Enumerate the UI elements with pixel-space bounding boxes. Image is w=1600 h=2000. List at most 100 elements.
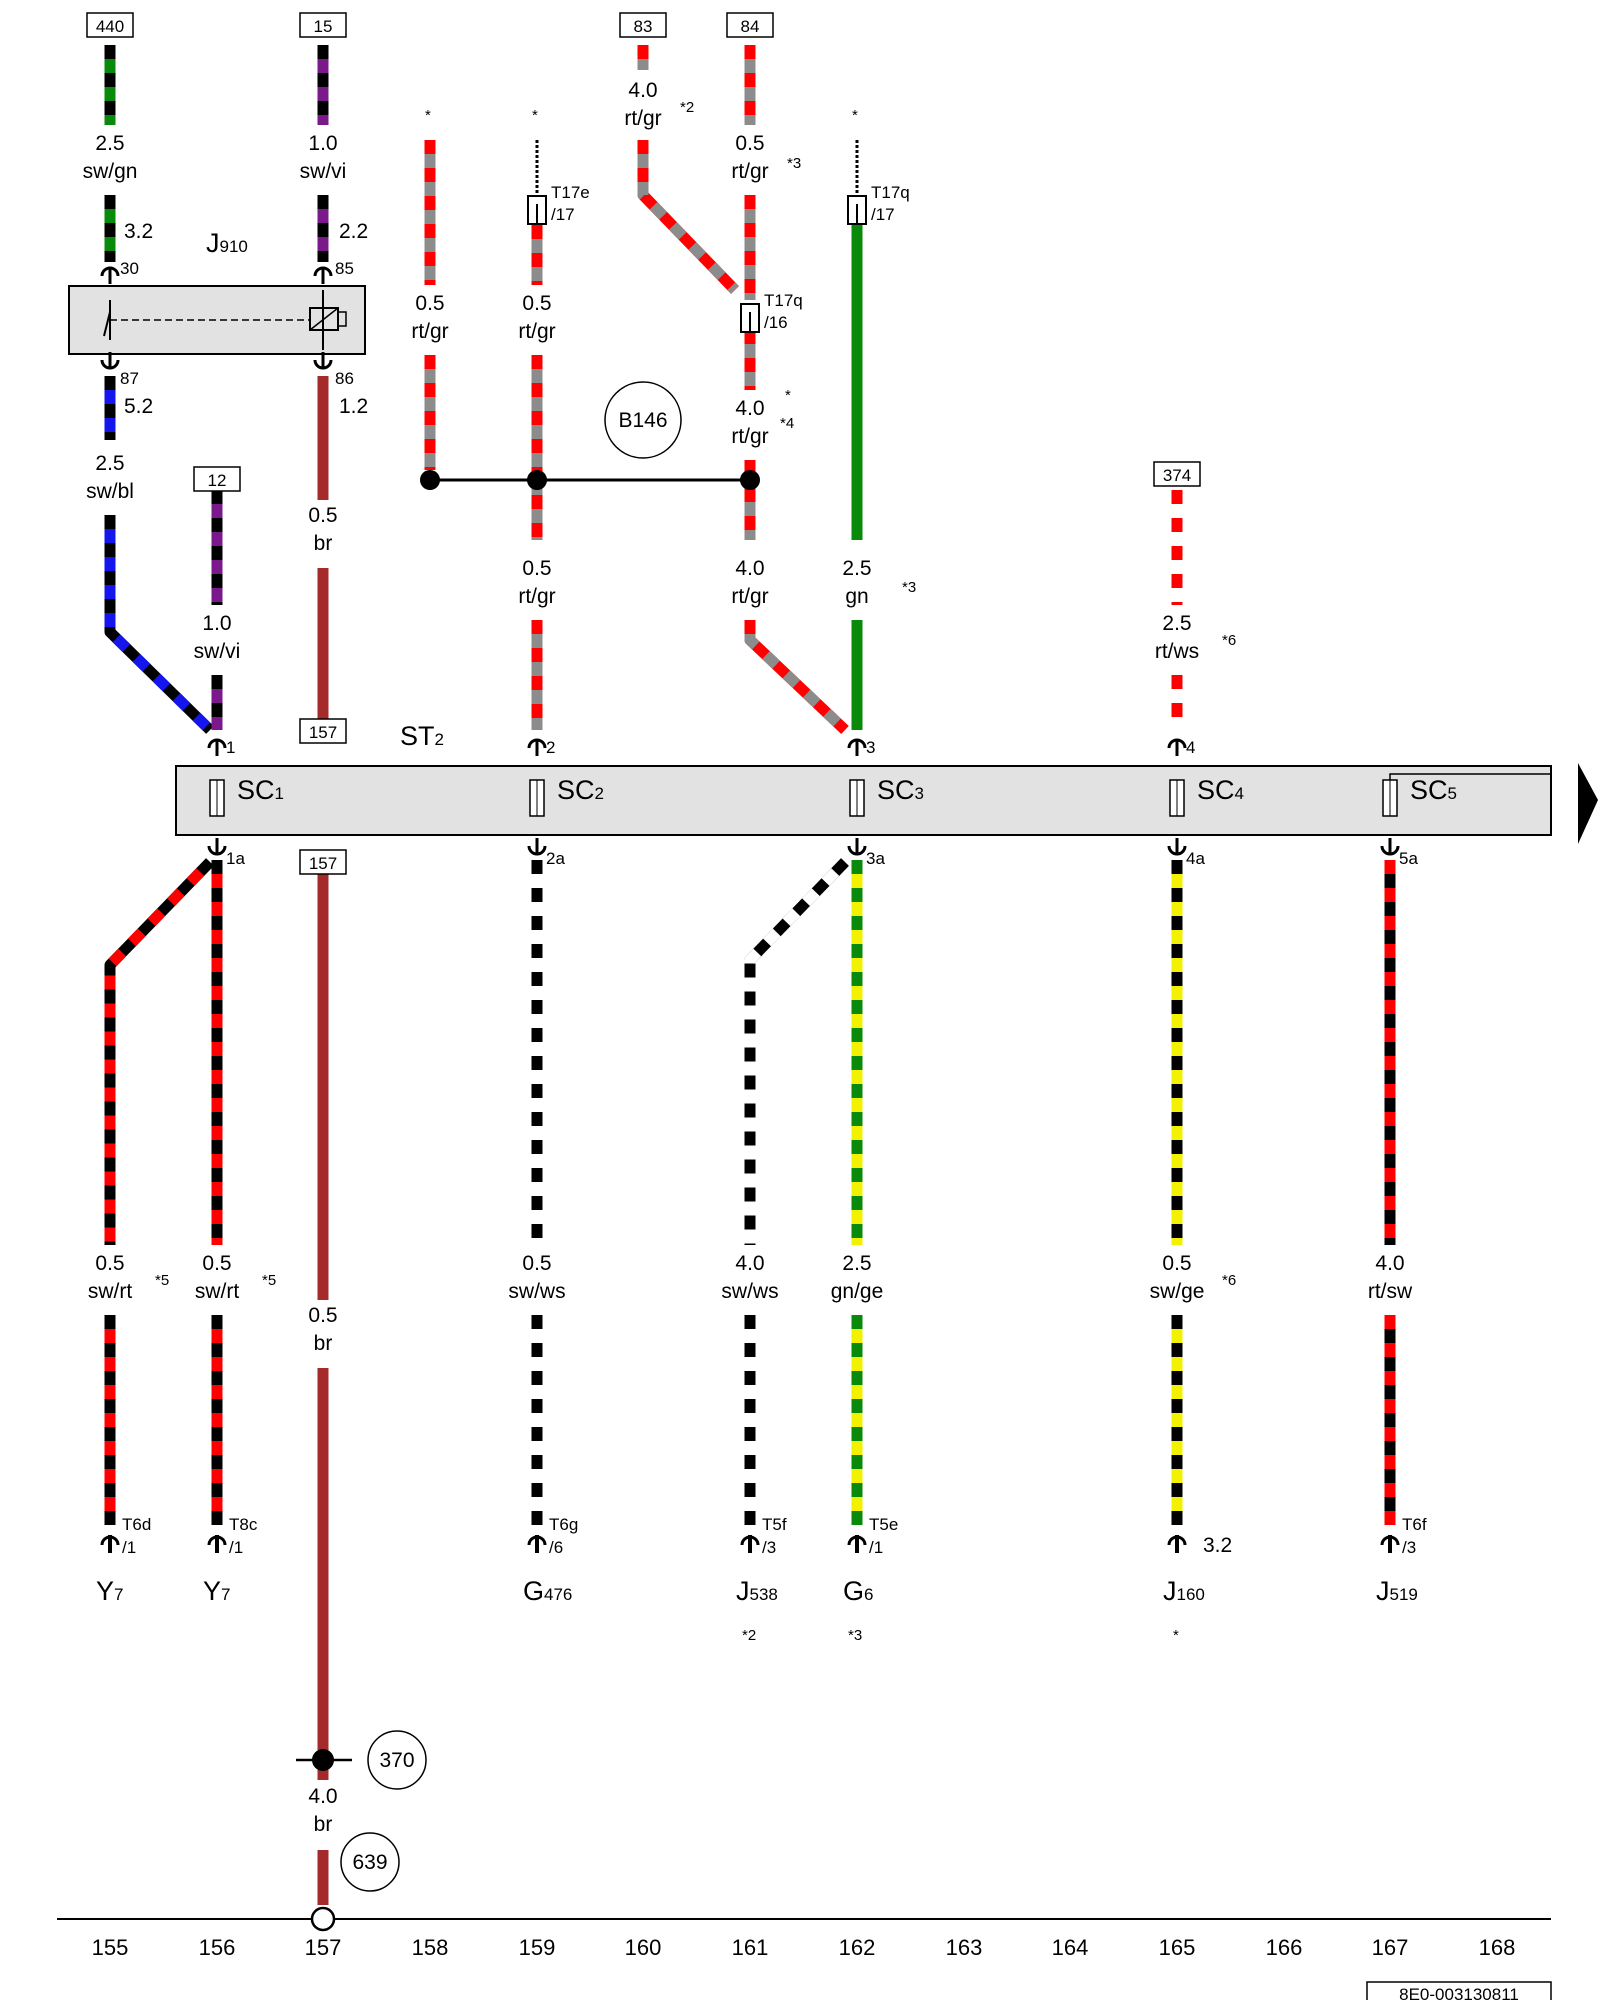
wire-size-l162: 2.5: [842, 1252, 871, 1275]
fuse-main: SC: [877, 775, 915, 805]
circle-n370: [367, 1730, 427, 1790]
component-2: G476: [523, 1576, 572, 1606]
component-main: J: [736, 1576, 750, 1606]
wire-color-l155: sw/rt: [88, 1280, 132, 1303]
continuation-arrow-icon: [1578, 763, 1598, 844]
footnote-d162: *3: [848, 1627, 862, 1644]
connector-pin-c159: /17: [551, 205, 575, 224]
wire-155-upper-stripe: [104, 858, 214, 1245]
fuse-name-2: SC2: [557, 775, 604, 805]
wire-size-w159b: 0.5: [522, 557, 551, 580]
comp-pin-3: /3: [762, 1538, 776, 1557]
comp-pin-6: /3: [1402, 1538, 1416, 1557]
fuse-block-st2: ST2: [175, 721, 1598, 844]
component-0: Y7: [96, 1576, 123, 1606]
wire-size-w161a: 4.0: [735, 397, 764, 420]
relay-j910: J910 30 85 87 86 3.2 2.2 5.2 1.2: [68, 220, 368, 418]
relay-name: J910: [206, 228, 248, 258]
wire-color-w162: gn: [845, 585, 868, 608]
connector-pin-c162: /17: [871, 205, 895, 224]
footnote-s156: *5: [262, 1272, 276, 1289]
component-6: J519: [1376, 1576, 1418, 1606]
wire-size-l165: 0.5: [1162, 1252, 1191, 1275]
wire-size-l159: 0.5: [522, 1252, 551, 1275]
wire-size-l155: 0.5: [95, 1252, 124, 1275]
circle-label-n639: 639: [352, 1851, 387, 1874]
terminal-t84: 84: [741, 17, 760, 36]
axis-label-156: 156: [199, 1935, 236, 1960]
footnote-s161b: *4: [780, 415, 794, 432]
axis-label-163: 163: [946, 1935, 983, 1960]
wire-color-w158: rt/gr: [411, 320, 448, 343]
wire-color-l167: rt/sw: [1368, 1280, 1413, 1303]
component-1: Y7: [203, 1576, 230, 1606]
terminal-box-t12: [193, 466, 241, 492]
junction-b146: [420, 470, 760, 490]
comp-pin-2: /6: [549, 1538, 563, 1557]
footnote-s161a: *: [785, 387, 791, 404]
component-sub: 7: [221, 1585, 230, 1604]
wire-color-w159a: rt/gr: [518, 320, 555, 343]
relay-pin-86: 86: [335, 369, 354, 388]
fuse-name-4: SC4: [1197, 775, 1244, 805]
footnote-d165: *: [1173, 1627, 1179, 1644]
terminal-box-t374: [1153, 461, 1201, 487]
comp-conn-6: T6f: [1402, 1515, 1427, 1534]
doc-number: 8E0-003130811: [1399, 1985, 1519, 2000]
axis-label-168: 168: [1479, 1935, 1516, 1960]
wire-161-down-upper-stripe: [744, 858, 849, 1245]
axis-label-160: 160: [625, 1935, 662, 1960]
relay-num-85: 2.2: [339, 220, 368, 243]
connector-name-c159: T17e: [551, 183, 590, 202]
terminal-t440: 440: [96, 17, 124, 36]
wire-color-w159b: rt/gr: [518, 585, 555, 608]
wire-87-lower-stripe: [104, 515, 214, 734]
footnote-d161: *2: [742, 1627, 756, 1644]
fuse-out-pin-5: 5a: [1399, 849, 1418, 868]
wire-size-w159a: 0.5: [522, 292, 551, 315]
axis-label-158: 158: [412, 1935, 449, 1960]
wire-83-lower-stripe: [637, 140, 739, 294]
axis-label-166: 166: [1266, 1935, 1303, 1960]
connector-name-c161: T17q: [764, 291, 803, 310]
axis-label-167: 167: [1372, 1935, 1409, 1960]
circle-b146: [604, 381, 682, 459]
wire-color-w161a: rt/gr: [731, 425, 768, 448]
wire-size-w158: 0.5: [415, 292, 444, 315]
wire-size-w83: 4.0: [628, 79, 657, 102]
footnote-s84: *3: [787, 155, 801, 172]
component-sub: 476: [544, 1585, 572, 1604]
footnote-s159: *: [532, 107, 538, 124]
fuse-in-pin-1: 1: [226, 738, 235, 757]
terminal-box-t15: [299, 12, 347, 38]
component-sub: 7: [114, 1585, 123, 1604]
relay-pin-85: 85: [335, 259, 354, 278]
axis-label-155: 155: [92, 1935, 129, 1960]
comp-conn-2: T6g: [549, 1515, 578, 1534]
fuse-in-pin-3: 3: [866, 738, 875, 757]
terminal-box-t157a: [299, 718, 347, 744]
comp-conn-4: T5e: [869, 1515, 898, 1534]
fuse-main: SC: [557, 775, 595, 805]
wire-color-w84: rt/gr: [731, 160, 768, 183]
wire-size-w12: 1.0: [202, 612, 231, 635]
comp-pin-4: /1: [869, 1538, 883, 1557]
wire-size-l157: 0.5: [308, 1304, 337, 1327]
ground-bar: [57, 1749, 1551, 1932]
connector-name-c162: T17q: [871, 183, 910, 202]
footnote-s162b: *3: [902, 579, 916, 596]
comp-conn-0: T6d: [122, 1515, 151, 1534]
wire-color-l161: sw/ws: [721, 1280, 778, 1303]
wire-color-w87: sw/bl: [86, 480, 134, 503]
wire-161-down-upper: [744, 858, 849, 1245]
fuse-sub: 5: [1448, 784, 1457, 803]
wires-layer: [104, 45, 1396, 1905]
footnote-s158: *: [425, 107, 431, 124]
wire-color-w12: sw/vi: [194, 640, 241, 663]
wire-size-l167: 4.0: [1375, 1252, 1404, 1275]
axis-label-162: 162: [839, 1935, 876, 1960]
fuse-main: SC: [1197, 775, 1235, 805]
fuse-sub: 1: [275, 784, 284, 803]
wire-color-w440: sw/gn: [83, 160, 138, 183]
wire-color-w86: br: [314, 532, 333, 555]
